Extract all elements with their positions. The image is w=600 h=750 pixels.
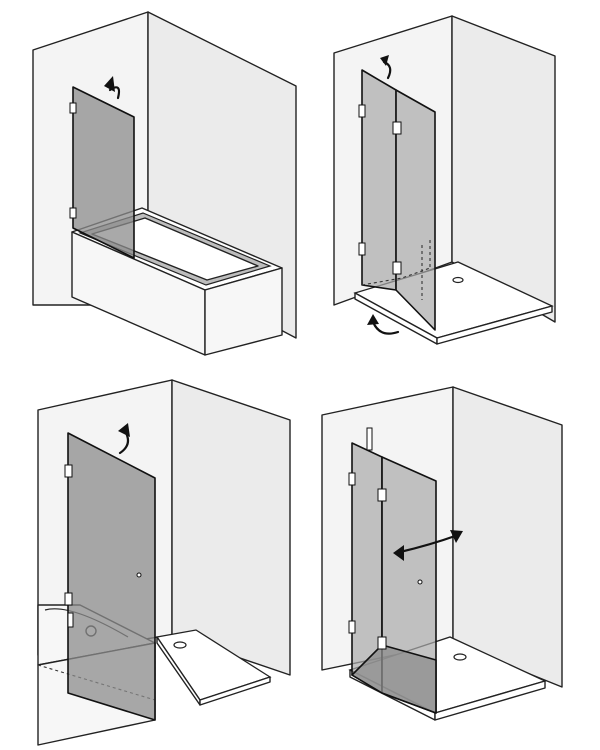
door-knob-icon bbox=[136, 572, 142, 578]
bathtub-end bbox=[204, 267, 283, 356]
swing-arrow-bottom bbox=[371, 320, 400, 335]
top-bracket bbox=[366, 427, 373, 451]
drain-icon bbox=[173, 641, 187, 649]
panel-corner-bifold-door bbox=[300, 375, 600, 750]
glass-screen bbox=[67, 432, 156, 721]
panel-corner-folding-door bbox=[300, 0, 600, 375]
hinge-bottom bbox=[358, 242, 366, 256]
tall-bath-screen-illustration bbox=[37, 379, 291, 746]
hinge-top bbox=[64, 464, 73, 478]
fold-hinge-top bbox=[392, 121, 402, 135]
glass-folding-door bbox=[395, 89, 436, 331]
side-wall bbox=[171, 379, 291, 676]
fold-hinge-bottom bbox=[377, 636, 387, 650]
panel-bath-screen-tall bbox=[0, 375, 300, 750]
shower-tray-side bbox=[434, 680, 546, 721]
corner-shower-illustration bbox=[333, 15, 556, 345]
arrow-head-icon bbox=[118, 423, 130, 437]
panel-bath-screen-swing bbox=[0, 0, 300, 375]
shower-tray-side bbox=[436, 305, 553, 345]
hinge-top bbox=[348, 472, 356, 486]
corner-bifold-illustration bbox=[321, 386, 563, 721]
drain-icon bbox=[453, 653, 467, 661]
bath-screen-illustration bbox=[32, 11, 297, 356]
hinge-bottom bbox=[69, 207, 77, 219]
door-knob-icon bbox=[417, 579, 423, 585]
wall-bracket bbox=[67, 612, 74, 628]
fold-hinge-top bbox=[377, 488, 387, 502]
shower-tray-side bbox=[199, 676, 271, 706]
hinge-bottom bbox=[64, 592, 73, 606]
hinge-top bbox=[69, 102, 77, 114]
arrow-head-left-icon bbox=[393, 545, 404, 561]
drain-icon bbox=[452, 276, 464, 284]
hinge-top bbox=[358, 104, 366, 118]
glass-fixed-panel bbox=[361, 69, 397, 291]
glass-screen bbox=[72, 86, 135, 259]
arrow-head-icon bbox=[104, 76, 115, 92]
arrow-head-right-icon bbox=[450, 530, 463, 543]
fold-hinge-bottom bbox=[392, 261, 402, 275]
side-wall bbox=[451, 15, 556, 323]
glass-shadow-floor bbox=[351, 644, 437, 714]
arrow-head-icon-bottom bbox=[367, 314, 379, 325]
arrow-head-icon bbox=[380, 55, 389, 66]
hinge-bottom bbox=[348, 620, 356, 634]
door-open-path bbox=[361, 267, 431, 286]
side-wall bbox=[452, 386, 563, 688]
